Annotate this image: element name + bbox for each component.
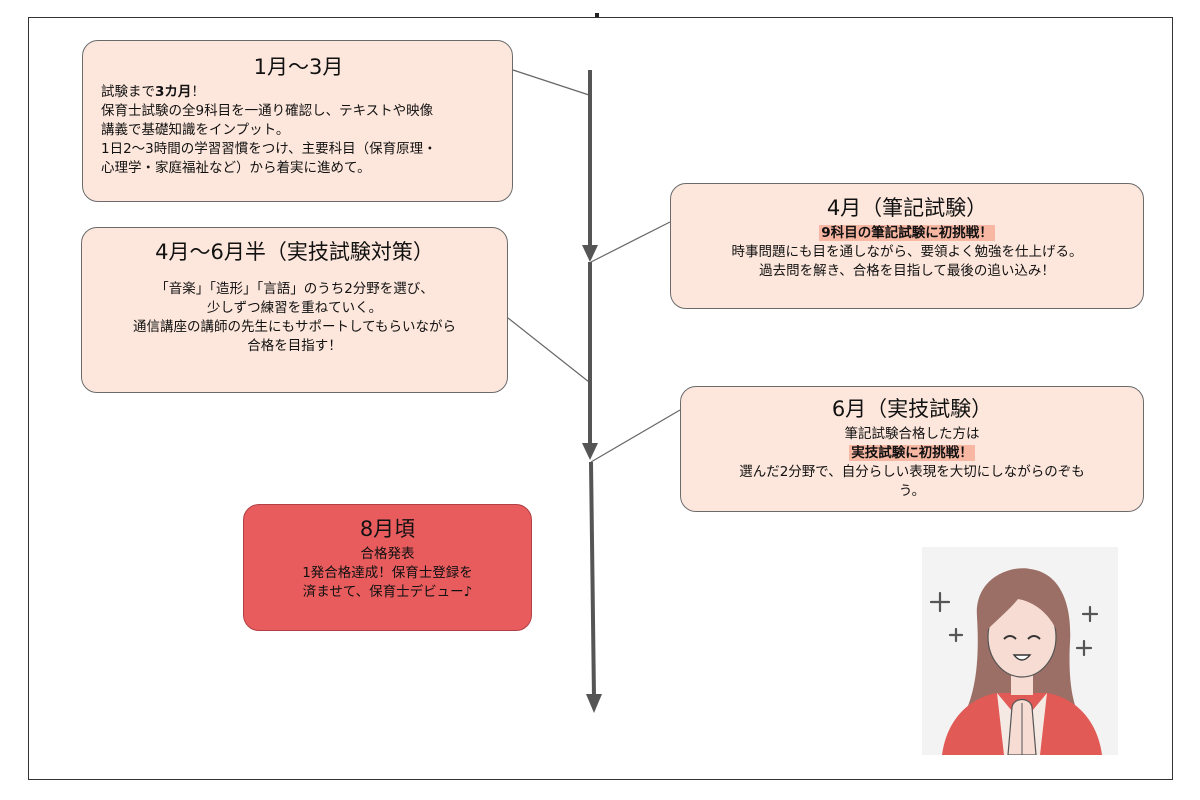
box-jun-practical-line1: 筆記試験合格した方は	[844, 426, 980, 442]
box-jan-mar-line1: 試験まで3カ月！	[101, 84, 205, 100]
box-apr-jun-practical: 4月～6月半（実技試験対策） 「音楽」「造形」「言語」のうち2分野を選び、 少し…	[81, 227, 508, 393]
box-aug: 8月頃 合格発表 1発合格達成！保育士登録を 済ませて、保育士デビュー♪	[243, 504, 532, 631]
box-apr-written-line1: 時事問題にも目を通しながら、要領よく勉強を仕上げる。	[731, 244, 1083, 260]
box-apr-written-highlight: 9科目の筆記試験に初挑戦！	[819, 225, 995, 241]
connector-jun-practical	[590, 409, 681, 463]
box-jun-practical-line3: う。	[898, 483, 926, 499]
timeline-arrowhead-2	[582, 443, 598, 460]
top-mark	[595, 13, 599, 17]
box-apr-written-highlight-row: 9科目の筆記試験に初挑戦！	[679, 224, 1135, 243]
box-jun-practical-highlight: 実技試験に初挑戦！	[849, 445, 975, 461]
box-jun-practical-line2: 選んだ2分野で、自分らしい表現を大切にしながらのぞも	[739, 464, 1085, 480]
connector-apr-jun	[507, 317, 590, 383]
box-apr-jun-line1: 「音楽」「造形」「言語」のうち2分野を選び、	[155, 281, 434, 297]
box-aug-line1: 合格発表	[360, 546, 415, 562]
woman-illustration	[922, 547, 1118, 756]
box-jan-mar-line5: 心理学・家庭福祉など）から着実に進めて。	[101, 160, 371, 176]
timeline-arrowhead-3	[586, 694, 602, 713]
box-jun-practical-title: 6月（実技試験）	[831, 397, 993, 421]
box-apr-jun-line3: 通信講座の講師の先生にもサポートしてもらいながら	[133, 319, 456, 335]
box-jun-practical: 6月（実技試験） 筆記試験合格した方は 実技試験に初挑戦！ 選んだ2分野で、自分…	[680, 386, 1144, 512]
box-apr-jun-line2: 少しずつ練習を重ねていく。	[206, 300, 383, 316]
box-apr-written-line2: 過去問を解き、合格を目指して最後の追い込み！	[759, 263, 1055, 279]
sparkle-icon	[929, 591, 1099, 657]
box-apr-jun-line4: 合格を目指す！	[247, 338, 342, 354]
box-jan-mar-line3: 講義で基礎知識をインプット。	[101, 122, 290, 138]
box-apr-written: 4月（筆記試験） 9科目の筆記試験に初挑戦！ 時事問題にも目を通しながら、要領よ…	[670, 183, 1144, 309]
timeline-segment-3	[589, 461, 596, 699]
diagram-frame	[28, 17, 1173, 780]
box-apr-written-title: 4月（筆記試験）	[826, 196, 988, 220]
hair-fringe	[988, 586, 1057, 629]
box-jan-mar-line4: 1日2～3時間の学習習慣をつけ、主要科目（保育原理・	[101, 141, 437, 157]
box-jan-mar-body: 試験まで3カ月！ 保育士試験の全9科目を一通り確認し、テキストや映像 講義で基礎…	[101, 83, 496, 178]
box-apr-jun-title: 4月～6月半（実技試験対策）	[155, 240, 434, 264]
box-aug-line3: 済ませて、保育士デビュー♪	[302, 584, 473, 600]
box-jan-mar-line2: 保育士試験の全9科目を一通り確認し、テキストや映像	[101, 103, 434, 119]
timeline-arrowhead-1	[582, 245, 598, 262]
connector-jan-mar	[512, 69, 590, 96]
connector-apr-written	[590, 221, 671, 263]
box-jan-mar: 1月～3月 試験まで3カ月！ 保育士試験の全9科目を一通り確認し、テキストや映像…	[82, 40, 513, 202]
box-jan-mar-title: 1月～3月	[253, 55, 344, 79]
box-jun-practical-highlight-row: 実技試験に初挑戦！	[689, 444, 1135, 463]
box-aug-title: 8月頃	[359, 517, 416, 541]
box-aug-line2: 1発合格達成！保育士登録を	[302, 565, 473, 581]
